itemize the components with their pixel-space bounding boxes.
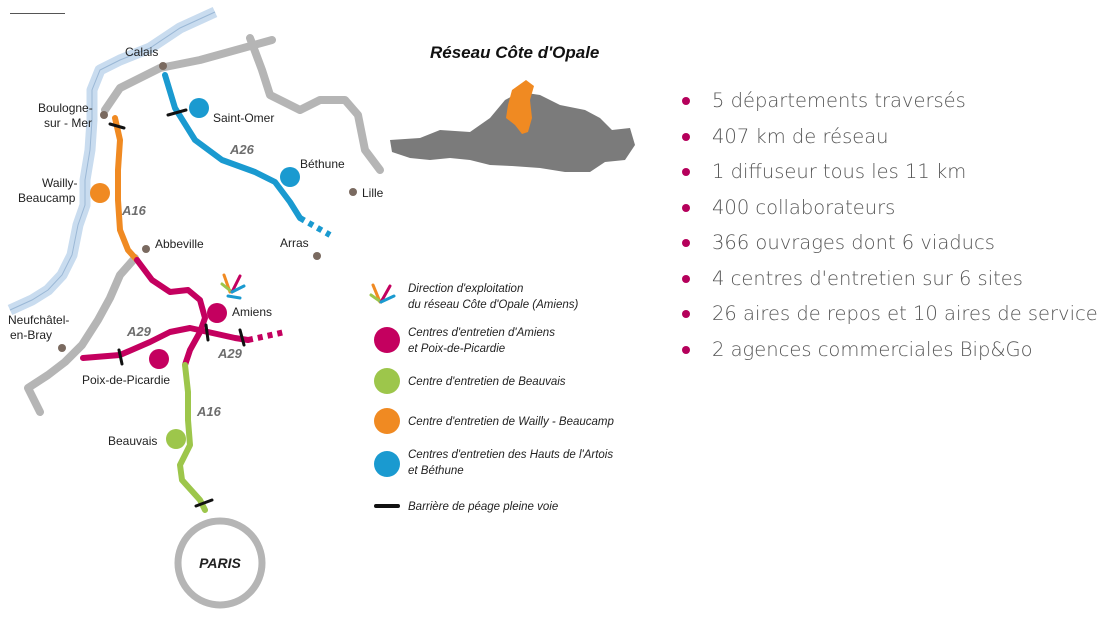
road-label-a29-east: A29 — [217, 346, 243, 361]
fact-item: 400 collaborateurs — [680, 193, 1098, 229]
legend-swatch-artois — [374, 451, 400, 477]
a29-road-planned — [247, 329, 286, 343]
a26-road-planned — [298, 215, 332, 238]
road-label-a29-west: A29 — [126, 324, 152, 339]
legend-direction-icon — [369, 283, 396, 304]
fact-text: 4 centres d'entretien sur 6 sites — [712, 266, 1023, 290]
fact-item: 1 diffuseur tous les 11 km — [680, 157, 1098, 193]
bullet-icon — [682, 132, 690, 141]
city-lille: Lille — [362, 186, 384, 200]
fact-text: 407 km de réseau — [712, 124, 889, 148]
city-boulogne-line1: Boulogne- — [38, 101, 93, 115]
city-boulogne-line2: sur - Mer — [44, 116, 92, 130]
fact-text: 26 aires de repos et 10 aires de service — [712, 302, 1098, 325]
fact-item: 26 aires de repos et 10 aires de service — [680, 299, 1098, 335]
coastline — [7, 6, 218, 316]
fact-item: 5 départements traversés — [680, 86, 1098, 122]
city-poix: Poix-de-Picardie — [82, 373, 170, 387]
city-arras: Arras — [280, 236, 309, 250]
network-map: PARIS Calais Boulogne- sur - Mer Saint-O… — [7, 6, 635, 609]
bullet-icon — [682, 97, 690, 105]
legend-swatch-amiens — [374, 327, 400, 353]
fact-item: 2 agences commerciales Bip&Go — [680, 335, 1098, 371]
fact-text: 5 départements traversés — [712, 89, 966, 112]
city-bethune: Béthune — [300, 157, 345, 171]
key-facts-list: 5 départements traversés 407 km de résea… — [680, 86, 1098, 370]
bullet-icon — [682, 274, 690, 283]
fact-text: 2 agences commerciales Bip&Go — [712, 337, 1033, 361]
fact-text: 400 collaborateurs — [712, 195, 896, 219]
centre-poix — [149, 349, 169, 369]
fact-text: 1 diffuseur tous les 11 km — [712, 160, 967, 183]
city-beauvais: Beauvais — [108, 434, 157, 448]
legend-amiens-line2: et Poix-de-Picardie — [408, 343, 505, 355]
centre-saint-omer — [189, 98, 209, 118]
centre-wailly — [90, 183, 110, 203]
city-neufchatel-line1: Neufchâtel- — [8, 313, 69, 327]
city-wailly-line2: Beaucamp — [18, 191, 76, 205]
city-saint-omer: Saint-Omer — [213, 111, 274, 125]
header-rule — [10, 13, 65, 14]
direction-logo — [220, 273, 246, 300]
city-wailly-line1: Wailly- — [42, 176, 78, 190]
bullet-icon — [682, 239, 690, 247]
fact-text: 366 ouvrages dont 6 viaducs — [712, 231, 995, 254]
city-calais: Calais — [125, 45, 158, 59]
legend-toll: Barrière de péage pleine voie — [408, 501, 558, 513]
city-amiens: Amiens — [232, 305, 272, 319]
bullet-icon — [682, 345, 690, 354]
fact-item: 366 ouvrages dont 6 viaducs — [680, 228, 1098, 264]
fact-item: 407 km de réseau — [680, 122, 1098, 158]
magenta-roads — [80, 257, 251, 368]
legend-direction-line1: Direction d'exploitation — [408, 283, 523, 295]
inset-france-map — [390, 92, 635, 172]
bullet-icon — [682, 203, 690, 212]
legend: Direction d'exploitation du réseau Côte … — [369, 283, 614, 513]
centre-beauvais — [166, 429, 186, 449]
paris-ring — [174, 517, 266, 609]
toll-barriers — [108, 108, 246, 508]
legend-swatch-wailly — [374, 408, 400, 434]
city-dots — [58, 62, 357, 352]
bullet-icon — [682, 168, 690, 176]
centre-amiens — [207, 303, 227, 323]
paris-label: PARIS — [199, 555, 241, 571]
legend-direction-line2: du réseau Côte d'Opale (Amiens) — [408, 299, 578, 311]
a16-north-road — [112, 115, 140, 263]
fact-item: 4 centres d'entretien sur 6 sites — [680, 264, 1098, 300]
road-label-a16-north: A16 — [121, 203, 147, 218]
road-label-a26: A26 — [229, 142, 255, 157]
legend-wailly: Centre d'entretien de Wailly - Beaucamp — [408, 416, 614, 428]
a16-south-road — [177, 362, 208, 513]
city-neufchatel-line2: en-Bray — [10, 328, 52, 342]
legend-amiens-line1: Centres d'entretien d'Amiens — [408, 327, 555, 339]
road-label-a16-south: A16 — [196, 404, 222, 419]
legend-swatch-beauvais — [374, 368, 400, 394]
inset-network-area — [506, 80, 534, 134]
legend-beauvais: Centre d'entretien de Beauvais — [408, 376, 566, 388]
bullet-icon — [682, 310, 690, 318]
city-abbeville: Abbeville — [155, 237, 204, 251]
legend-artois-line2: et Béthune — [408, 465, 464, 477]
centre-bethune — [280, 167, 300, 187]
coastline-edge — [9, 11, 216, 311]
legend-artois-line1: Centres d'entretien des Hauts de l'Artoi… — [408, 449, 613, 461]
inset-title: Réseau Côte d'Opale — [430, 43, 599, 62]
